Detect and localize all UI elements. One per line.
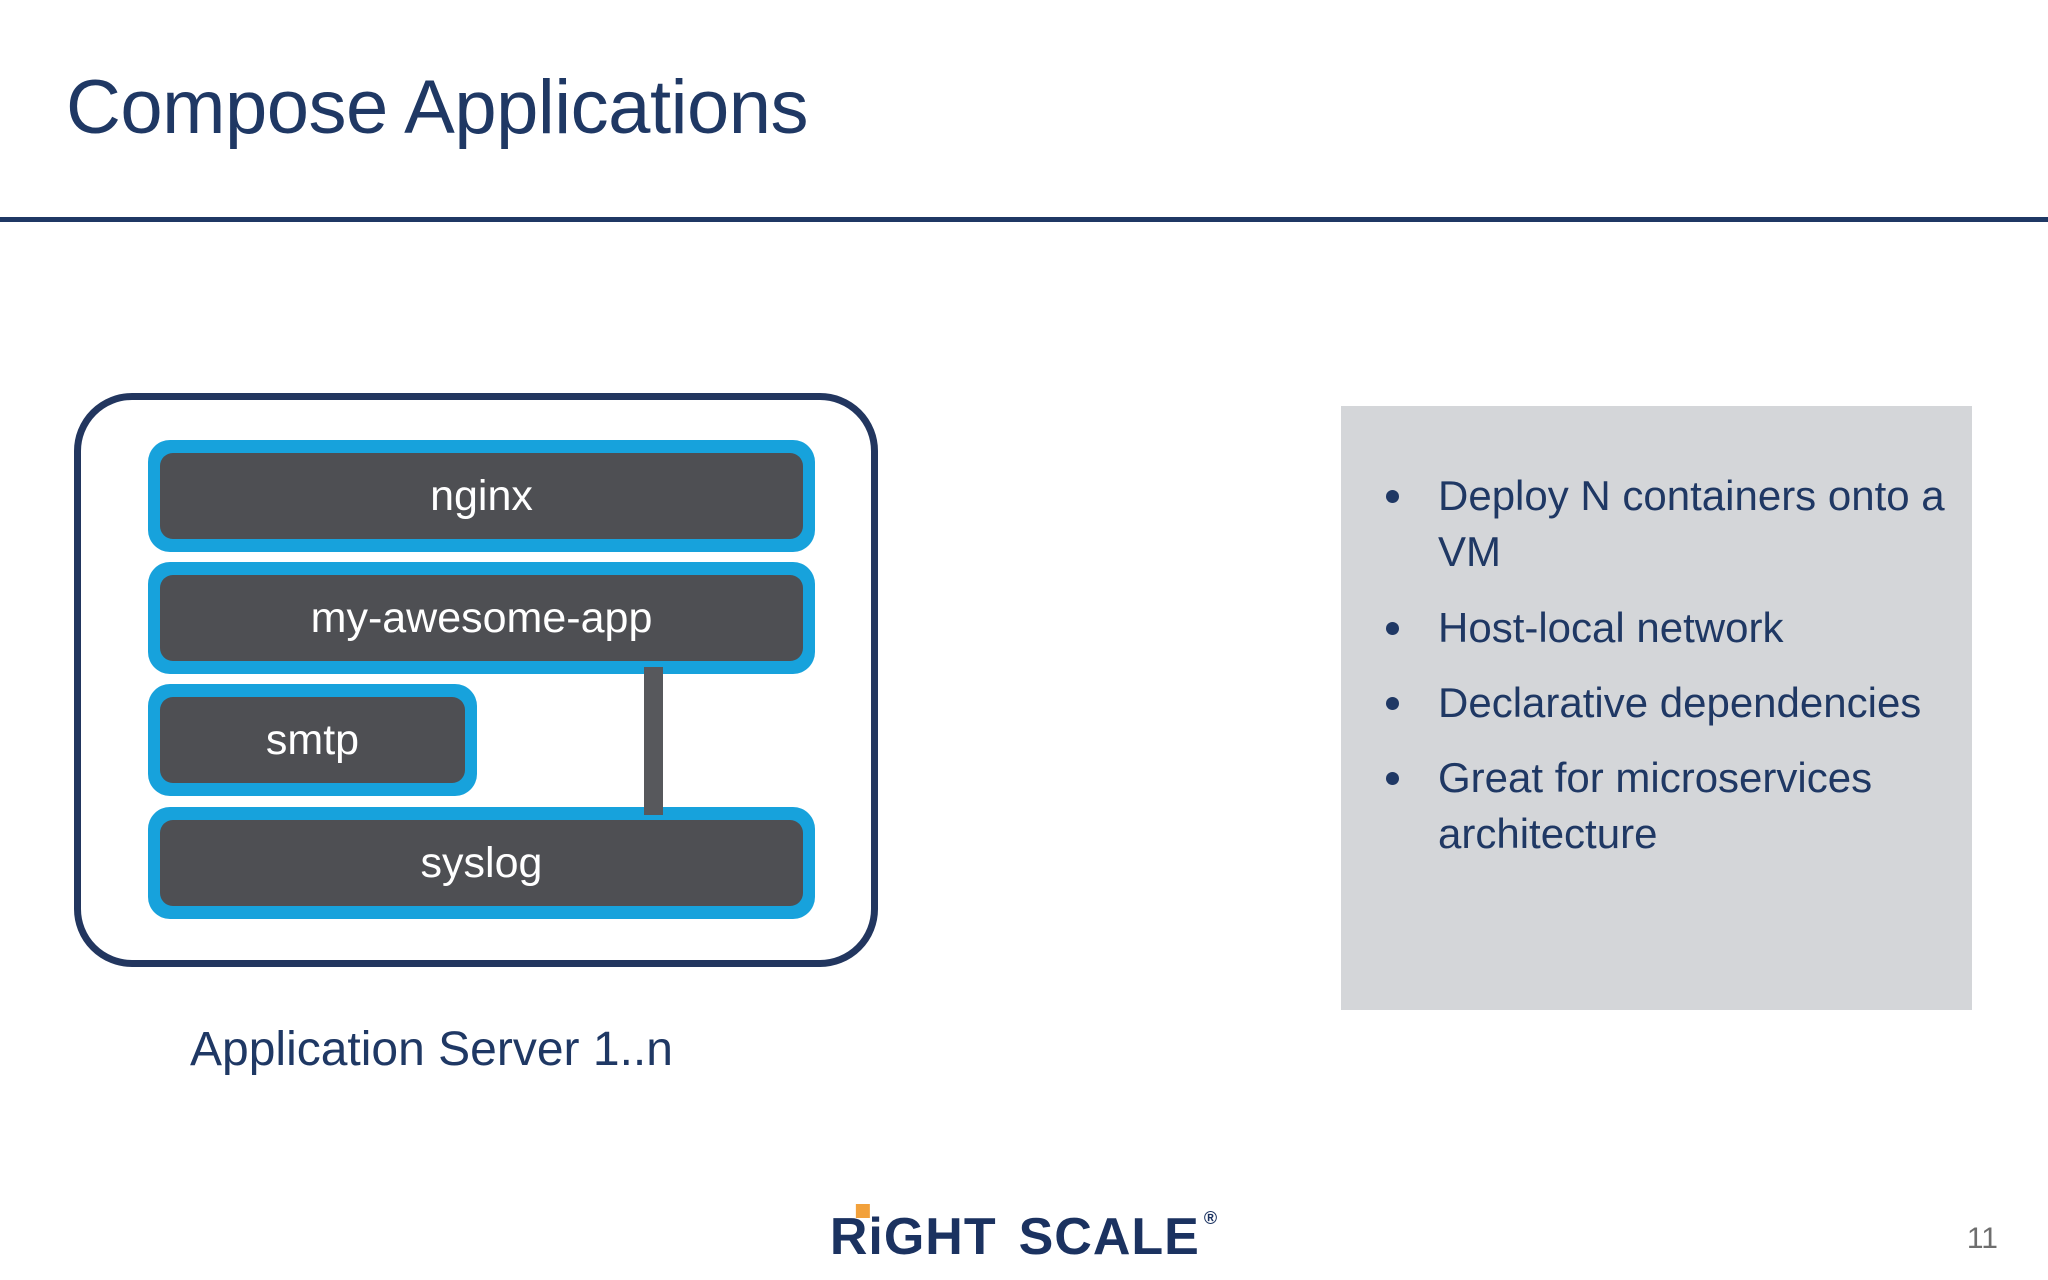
- list-item-label: Host-local network: [1438, 603, 1784, 651]
- page-number: 11: [1966, 1222, 1998, 1255]
- list-item: Deploy N containers onto a VM: [1363, 468, 1963, 581]
- diagram-caption: Application Server 1..n: [190, 1023, 673, 1076]
- dependency-connector-line: [644, 667, 663, 815]
- logo-text-scale: SCALE: [1018, 1208, 1200, 1266]
- features-panel: Deploy N containers onto a VM Host-local…: [1341, 406, 1972, 1010]
- list-item: Great for microservices architecture: [1363, 750, 1963, 863]
- container-label: nginx: [430, 471, 533, 520]
- container-label: syslog: [420, 838, 543, 887]
- container-box-syslog: syslog: [148, 807, 815, 919]
- logo-dot-icon: [855, 1204, 870, 1218]
- list-item-label: Great for microservices architecture: [1438, 754, 1873, 858]
- list-item-label: Declarative dependencies: [1438, 678, 1922, 726]
- container-inner: my-awesome-app: [160, 575, 803, 661]
- bullet-icon: [1386, 772, 1399, 786]
- container-box-smtp: smtp: [148, 684, 477, 796]
- container-box-nginx: nginx: [148, 440, 815, 552]
- registered-trademark-icon: ®: [1203, 1208, 1219, 1228]
- bullet-icon: [1386, 696, 1399, 710]
- rightscale-logo: RiGHT SCALE ®: [829, 1204, 1219, 1267]
- title-divider: [0, 217, 2048, 222]
- bullet-icon: [1386, 621, 1399, 635]
- container-label: smtp: [265, 715, 360, 764]
- logo-text-right: RiGHT: [829, 1208, 997, 1266]
- list-item: Host-local network: [1363, 600, 1963, 656]
- feature-list: Deploy N containers onto a VM Host-local…: [1363, 468, 1963, 882]
- list-item-label: Deploy N containers onto a VM: [1438, 472, 1945, 576]
- container-inner: syslog: [160, 820, 803, 906]
- bullet-icon: [1386, 490, 1399, 503]
- logo-word-right: RiGHT: [829, 1204, 997, 1267]
- container-inner: nginx: [160, 453, 803, 539]
- page-title: Compose Applications: [66, 65, 808, 150]
- logo-word-scale: SCALE: [1019, 1207, 1200, 1267]
- container-box-my-awesome-app: my-awesome-app: [148, 562, 815, 674]
- container-inner: smtp: [160, 697, 465, 783]
- list-item: Declarative dependencies: [1363, 675, 1963, 731]
- application-server-boundary: nginx my-awesome-app smtp syslog: [74, 393, 878, 967]
- container-label: my-awesome-app: [310, 593, 653, 642]
